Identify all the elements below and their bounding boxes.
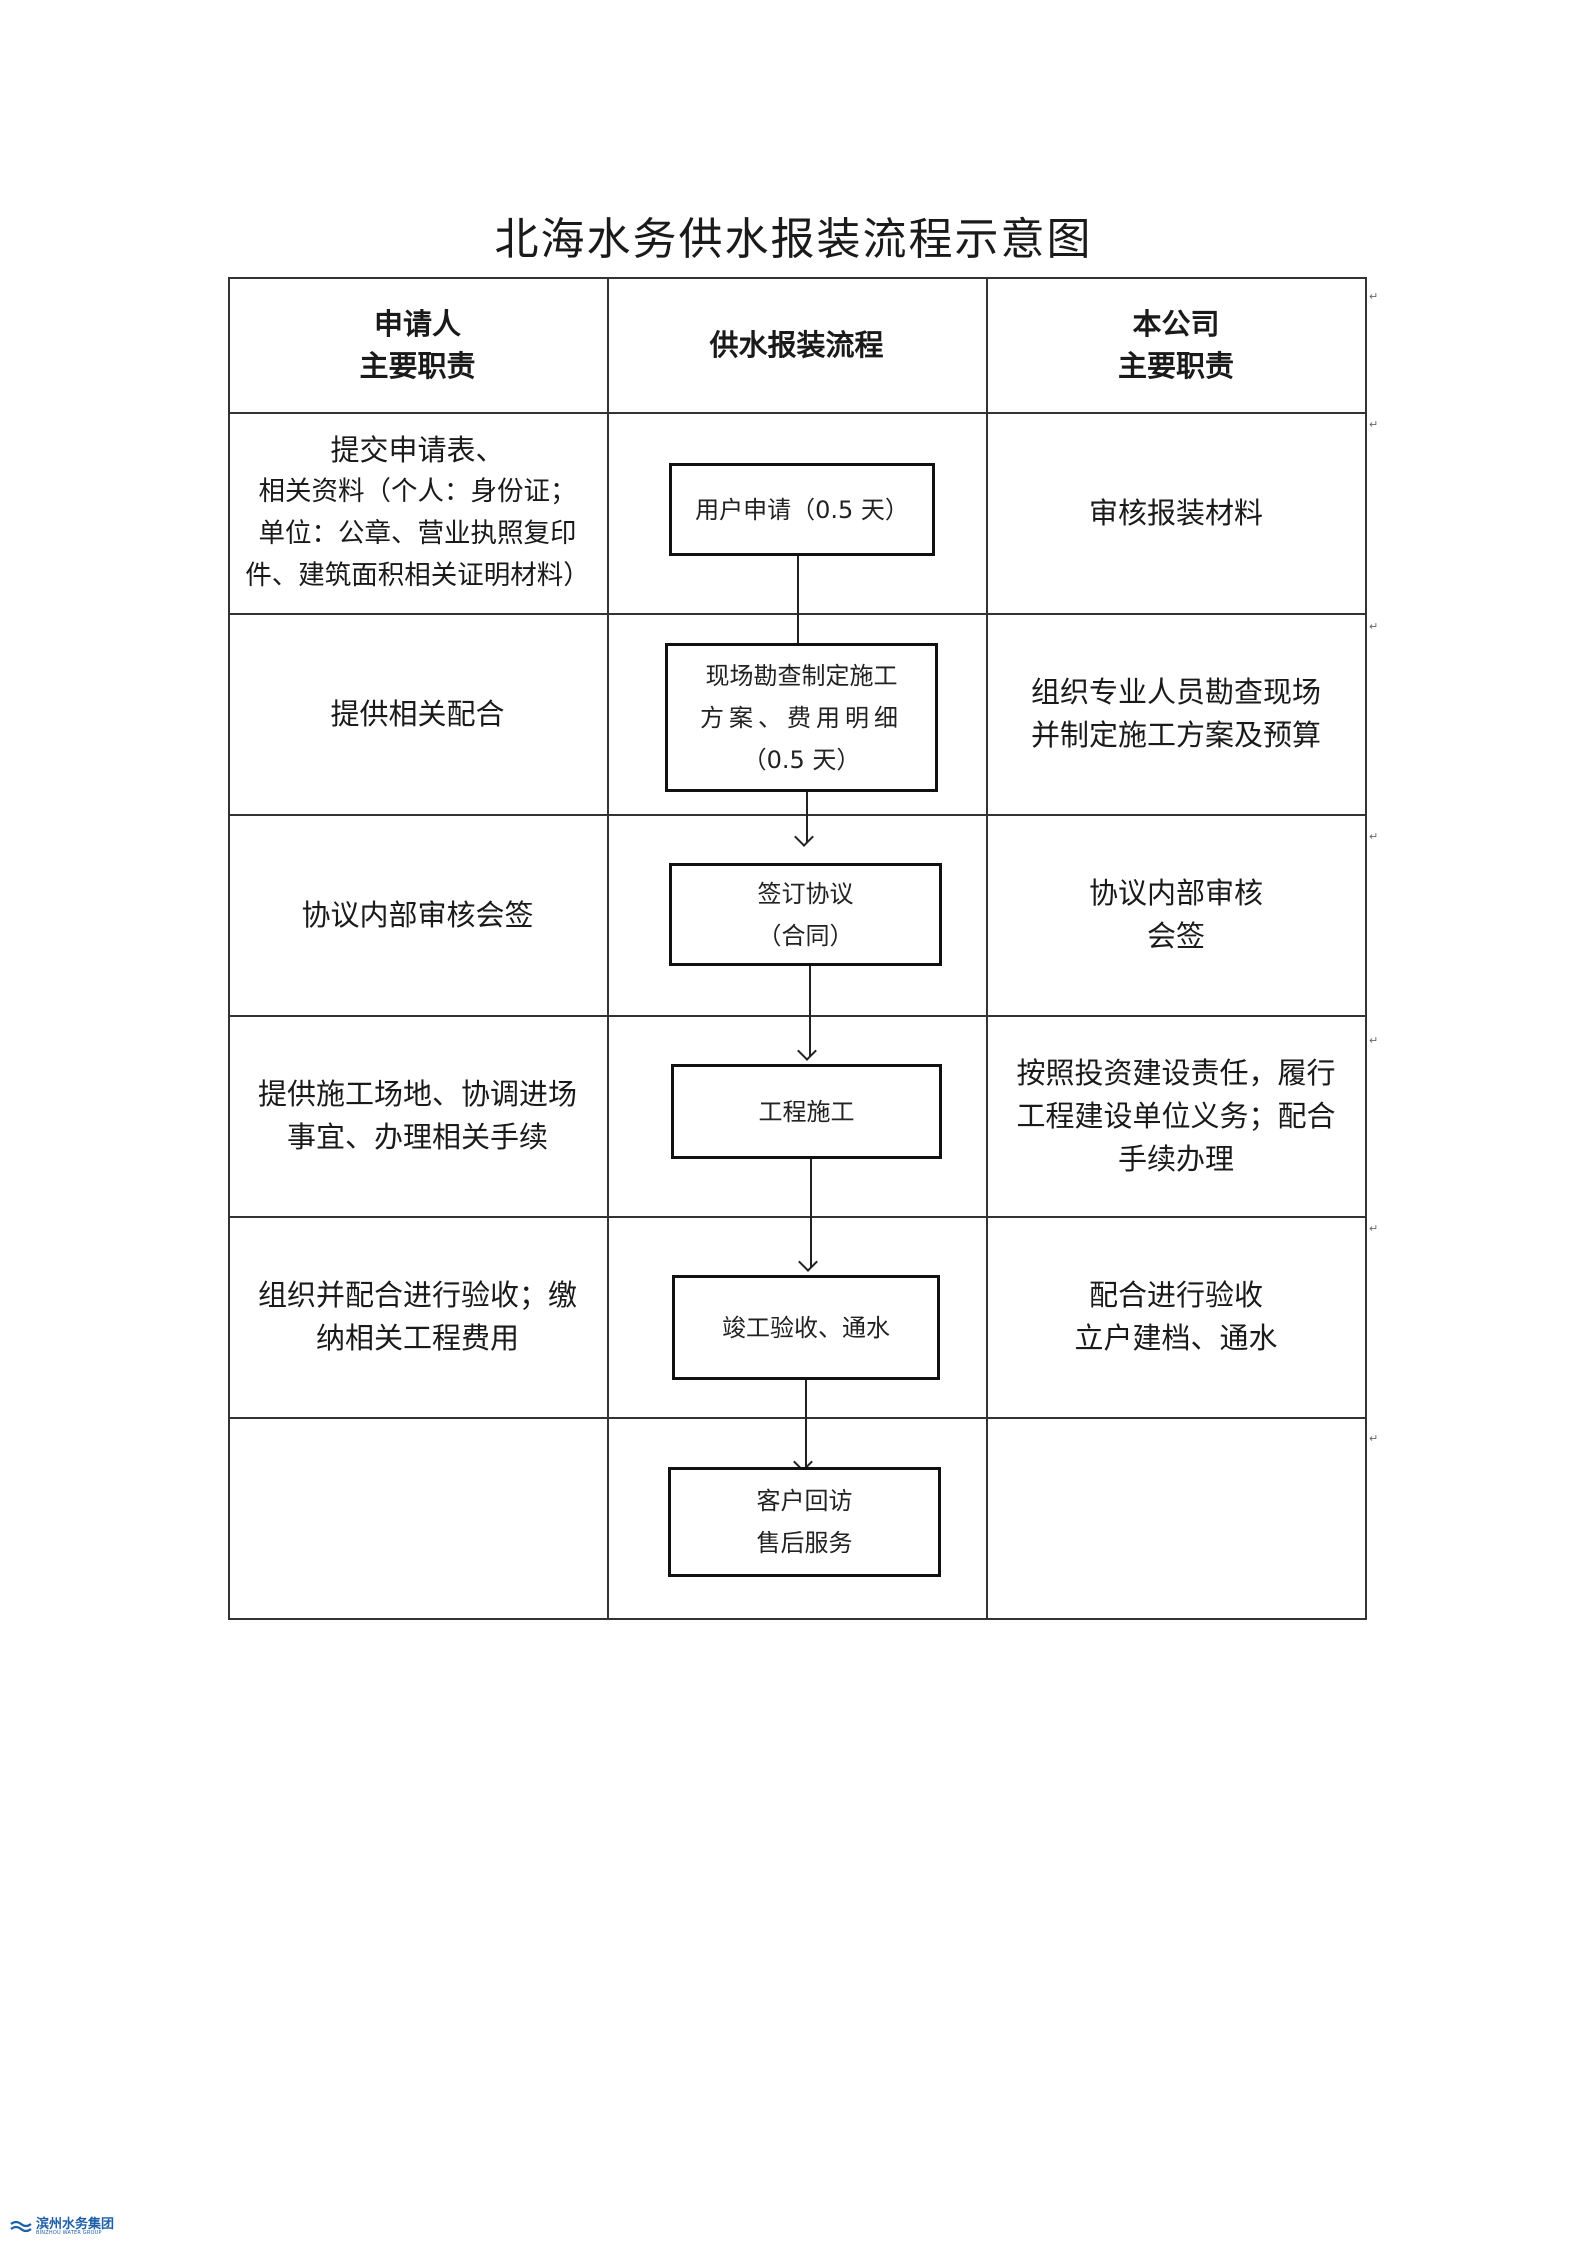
- step-completion-acceptance: 竣工验收、通水: [672, 1275, 940, 1380]
- flow-arrow: [806, 792, 808, 842]
- step-label: 签订协议: [757, 879, 854, 908]
- applicant-duty-2: 提供相关配合: [228, 614, 607, 814]
- company-duty-line: 并制定施工方案及预算: [1030, 718, 1321, 752]
- paragraph-mark: ↵: [1369, 1034, 1379, 1047]
- company-duty-line: 手续办理: [1117, 1141, 1234, 1176]
- header-applicant-line: 主要职责: [359, 348, 476, 383]
- applicant-duty-4: 提供施工场地、协调进场 事宜、办理相关手续: [228, 1016, 607, 1216]
- step-label: （0.5 天）: [742, 745, 861, 774]
- header-process-label: 供水报装流程: [709, 327, 884, 362]
- applicant-duty-line: 协议内部审核会签: [301, 897, 534, 932]
- paragraph-mark: ↵: [1369, 620, 1379, 633]
- company-duty-1: 审核报装材料: [986, 413, 1366, 613]
- company-duty-line: 审核报装材料: [1088, 495, 1263, 530]
- table-divider: [986, 277, 988, 1620]
- water-wave-icon: [10, 2220, 32, 2233]
- applicant-duty-1: 提交申请表、 相关资料（个人：身份证； 单位：公章、营业执照复印 件、建筑面积相…: [228, 413, 607, 613]
- applicant-duty-line: 提供施工场地、协调进场: [257, 1077, 577, 1111]
- company-duty-line: 工程建设单位义务；配合: [1016, 1098, 1336, 1133]
- applicant-duty-line: 单位：公章、营业执照复印: [258, 518, 577, 549]
- header-company: 本公司 主要职责: [986, 277, 1366, 412]
- page-title: 北海水务供水报装流程示意图: [494, 214, 1093, 265]
- applicant-duty-line: 组织并配合进行验收；缴: [257, 1278, 577, 1312]
- paragraph-mark: ↵: [1369, 830, 1379, 843]
- company-duty-3: 协议内部审核 会签: [986, 815, 1366, 1015]
- applicant-duty-3: 协议内部审核会签: [228, 815, 607, 1015]
- step-customer-follow-up: 客户回访 售后服务: [668, 1467, 941, 1577]
- step-label: 现场勘查制定施工: [705, 661, 898, 690]
- step-label: （合同）: [757, 921, 854, 950]
- company-duty-line: 会签: [1146, 919, 1205, 953]
- step-construction: 工程施工: [671, 1064, 942, 1159]
- table-divider: [228, 412, 1367, 414]
- applicant-duty-line: 提供相关配合: [330, 696, 505, 731]
- flow-arrow: [810, 1159, 812, 1267]
- header-applicant-line: 申请人: [373, 306, 461, 341]
- company-duty-4: 按照投资建设责任，履行 工程建设单位义务；配合 手续办理: [986, 1016, 1366, 1216]
- company-duty-2: 组织专业人员勘查现场 并制定施工方案及预算: [986, 614, 1366, 814]
- table-divider: [228, 1015, 1367, 1017]
- flow-arrow: [805, 1380, 807, 1467]
- step-label: 工程施工: [758, 1097, 855, 1126]
- company-duty-line: 立户建档、通水: [1074, 1321, 1278, 1355]
- step-sign-agreement: 签订协议 （合同）: [669, 863, 942, 966]
- table-divider: [228, 1417, 1367, 1419]
- step-label: 竣工验收、通水: [722, 1313, 890, 1342]
- header-applicant: 申请人 主要职责: [228, 277, 607, 412]
- table-divider: [607, 277, 609, 1620]
- step-label: 方案、费用明细: [700, 703, 903, 732]
- company-duty-line: 配合进行验收: [1088, 1278, 1263, 1312]
- table-border-bottom: [228, 1618, 1367, 1620]
- applicant-duty-line: 件、建筑面积相关证明材料）: [245, 560, 590, 591]
- table-border-top: [228, 277, 1367, 279]
- applicant-duty-line: 相关资料（个人：身份证；: [258, 476, 577, 507]
- applicant-duty-line: 提交申请表、: [330, 433, 505, 467]
- paragraph-mark: ↵: [1369, 1432, 1379, 1445]
- header-process: 供水报装流程: [607, 277, 986, 412]
- table-divider: [228, 814, 1367, 816]
- step-user-application: 用户申请（0.5 天）: [669, 463, 935, 556]
- table-border-left: [228, 277, 230, 1620]
- company-duty-5: 配合进行验收 立户建档、通水: [986, 1217, 1366, 1417]
- table-border-right: [1365, 277, 1367, 1620]
- logo-name: 滨州水务集团: [36, 2217, 115, 2232]
- company-duty-line: 协议内部审核: [1088, 876, 1263, 910]
- step-label: 客户回访: [756, 1487, 853, 1515]
- flow-arrow: [809, 966, 811, 1056]
- header-company-line: 主要职责: [1117, 348, 1234, 383]
- company-duty-line: 按照投资建设责任，履行: [1016, 1055, 1336, 1090]
- paragraph-mark: ↵: [1369, 418, 1379, 431]
- header-company-line: 本公司: [1132, 306, 1220, 341]
- step-site-survey: 现场勘查制定施工 方案、费用明细 （0.5 天）: [665, 643, 938, 792]
- step-label: 售后服务: [756, 1529, 853, 1557]
- step-label: 用户申请（0.5 天）: [695, 495, 909, 524]
- company-logo: 滨州水务集团 BINZHOU WATER GROUP: [10, 2218, 114, 2236]
- process-table: 申请人 主要职责 供水报装流程 本公司 主要职责 提交申请表、 相关资料（个人：…: [228, 277, 1367, 1620]
- company-duty-line: 组织专业人员勘查现场: [1030, 675, 1321, 709]
- applicant-duty-line: 纳相关工程费用: [315, 1321, 519, 1355]
- flow-arrow: [797, 556, 799, 664]
- paragraph-mark: ↵: [1369, 1222, 1379, 1235]
- logo-subtitle: BINZHOU WATER GROUP: [36, 2230, 102, 2236]
- table-divider: [228, 1216, 1367, 1218]
- applicant-duty-line: 事宜、办理相关手续: [286, 1120, 548, 1154]
- paragraph-mark: ↵: [1369, 290, 1379, 303]
- applicant-duty-5: 组织并配合进行验收；缴 纳相关工程费用: [228, 1217, 607, 1417]
